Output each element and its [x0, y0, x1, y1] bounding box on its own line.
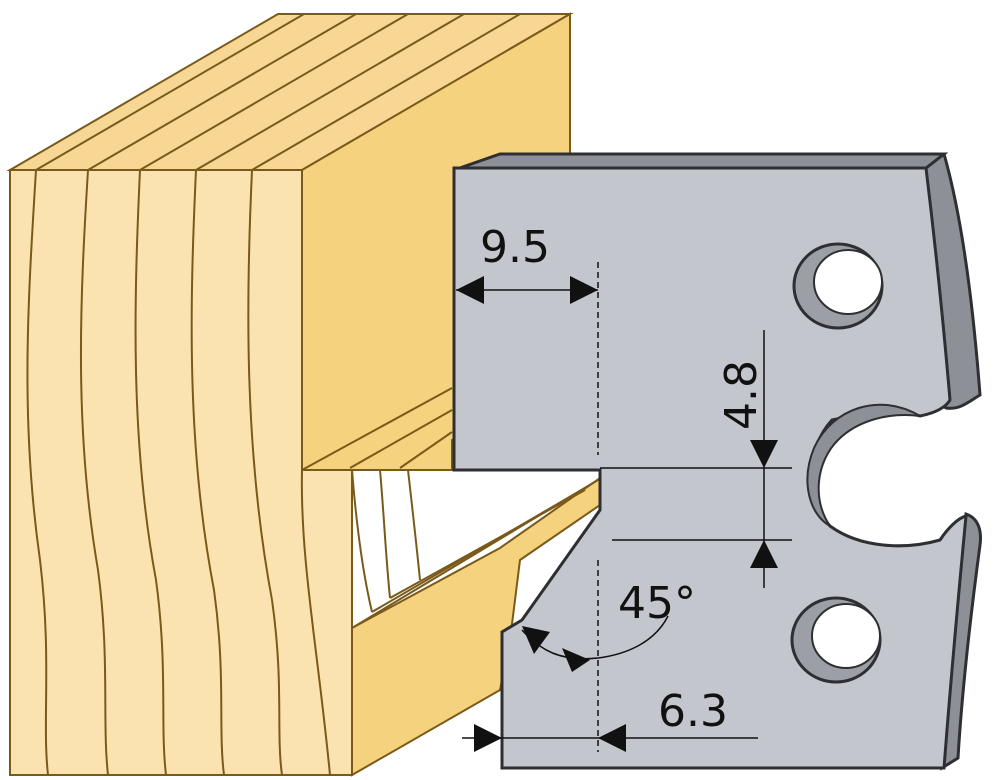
dim-label-groove-depth: 4.8 — [716, 360, 767, 430]
dimension-labels: 9.5 4.8 45° 6.3 — [480, 222, 767, 737]
knife-notch-shadow — [806, 403, 921, 527]
wood-front-face — [9, 169, 353, 776]
wood-side-groove — [301, 387, 453, 471]
dim-label-top-width: 9.5 — [480, 222, 550, 273]
upper-mount-hole — [792, 242, 884, 330]
arrow-45-upper — [522, 626, 550, 654]
arrow-95-left — [456, 276, 484, 304]
wood-bevel-ledge — [351, 476, 601, 777]
arrow-48-top — [750, 440, 778, 468]
dim-label-bottom-width: 6.3 — [658, 686, 728, 737]
lower-mount-hole — [790, 596, 882, 684]
arrow-48-bottom — [750, 540, 778, 568]
wood-groove-curves — [351, 469, 421, 613]
arrow-45-lower — [562, 648, 590, 672]
wood-front-grain — [26, 169, 331, 776]
dimension-arrows — [456, 276, 778, 752]
wood-ledge-lines — [351, 479, 599, 629]
dim-label-bevel-angle: 45° — [618, 578, 696, 629]
arrow-63-right — [598, 724, 626, 752]
arrow-63-left — [474, 724, 502, 752]
wood-top-grain — [35, 13, 521, 171]
wood-workpiece — [6, 12, 601, 777]
arrow-95-right — [570, 276, 598, 304]
